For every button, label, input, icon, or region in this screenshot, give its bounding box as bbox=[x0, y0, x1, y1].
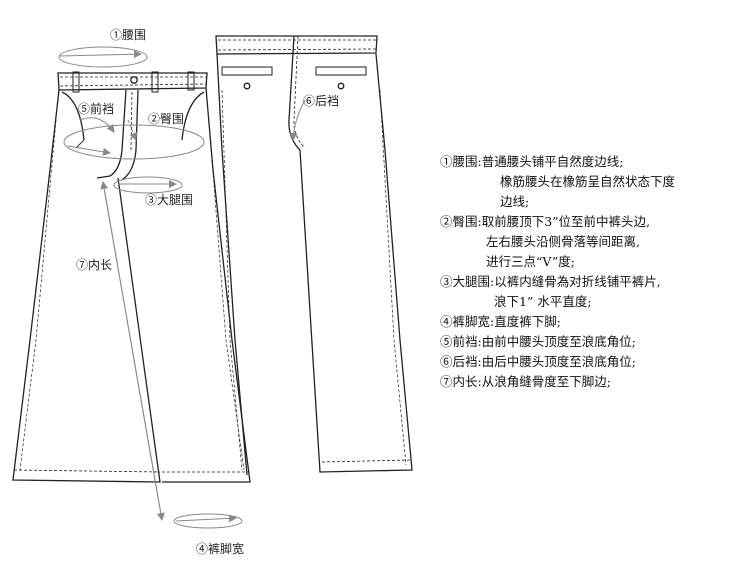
label-front-rise: ⑤前裆 bbox=[78, 102, 115, 116]
note-line: 橡筋腰头在橡筋呈自然状态下度 bbox=[500, 174, 676, 189]
front-pants bbox=[12, 71, 251, 483]
front-rise-arrow bbox=[79, 117, 115, 133]
note-head: ⑤前裆: bbox=[440, 334, 482, 349]
label-inseam: ⑦内长 bbox=[76, 258, 113, 272]
back-pants bbox=[215, 35, 413, 476]
measurement-marks bbox=[58, 46, 306, 529]
label-back-rise: ⑥后裆 bbox=[303, 94, 340, 108]
note-line: 进行三点“V”度; bbox=[486, 254, 575, 269]
label-waist: ①腰围 bbox=[110, 28, 147, 42]
back-rise-arrow bbox=[289, 99, 306, 141]
note-back-rise: ⑥后裆:由后中腰头顶度至浪底角位; bbox=[440, 352, 675, 372]
note-front-rise: ⑤前裆:由前中腰头顶度至浪底角位; bbox=[440, 332, 675, 352]
note-head: ①腰围: bbox=[440, 154, 482, 169]
label-hip: ②臀围 bbox=[148, 112, 185, 126]
label-leg-opening: ④裤脚宽 bbox=[196, 542, 245, 556]
note-head: ③大腿围: bbox=[440, 274, 495, 289]
measurement-notes: ①腰围:普通腰头铺平自然度边线; 橡筋腰头在橡筋呈自然状态下度 边线; ②臀围:… bbox=[440, 152, 675, 392]
note-line: 以裤内缝骨為对折线铺平裤片, bbox=[494, 274, 661, 289]
note-inseam: ⑦内长:从浪角缝骨度至下脚边; bbox=[440, 372, 675, 392]
note-line: 普通腰头铺平自然度边线; bbox=[481, 154, 624, 169]
note-line: 由后中腰头顶度至浪底角位; bbox=[481, 354, 636, 369]
leg-opening-ellipse bbox=[173, 513, 243, 529]
label-thigh: ③大腿围 bbox=[145, 193, 194, 207]
note-line: 由前中腰头顶度至浪底角位; bbox=[481, 334, 636, 349]
thigh-ellipse bbox=[113, 176, 183, 194]
note-line: 取前腰顶下3”位至前中裤头边, bbox=[481, 214, 651, 229]
note-head: ⑥后裆: bbox=[440, 354, 482, 369]
note-line: 直度裤下脚; bbox=[494, 314, 561, 329]
waist-ellipse bbox=[58, 46, 148, 68]
note-line: 边线; bbox=[500, 194, 530, 209]
hip-ellipse bbox=[63, 124, 205, 160]
note-thigh: ③大腿围:以裤内缝骨為对折线铺平裤片, 浪下1” 水平直度; bbox=[440, 272, 675, 312]
note-line: 浪下1” 水平直度; bbox=[494, 294, 592, 309]
note-head: ⑦内长: bbox=[440, 374, 482, 389]
note-waist: ①腰围:普通腰头铺平自然度边线; 橡筋腰头在橡筋呈自然状态下度 边线; bbox=[440, 152, 675, 212]
note-line: 从浪角缝骨度至下脚边; bbox=[481, 374, 611, 389]
note-line: 左右腰头沿侧骨落等间距离, bbox=[486, 234, 640, 249]
note-leg-opening: ④裤脚宽:直度裤下脚; bbox=[440, 312, 675, 332]
note-hip: ②臀围:取前腰顶下3”位至前中裤头边, 左右腰头沿侧骨落等间距离, 进行三点“V… bbox=[440, 212, 675, 272]
note-head: ④裤脚宽: bbox=[440, 314, 495, 329]
note-head: ②臀围: bbox=[440, 214, 482, 229]
